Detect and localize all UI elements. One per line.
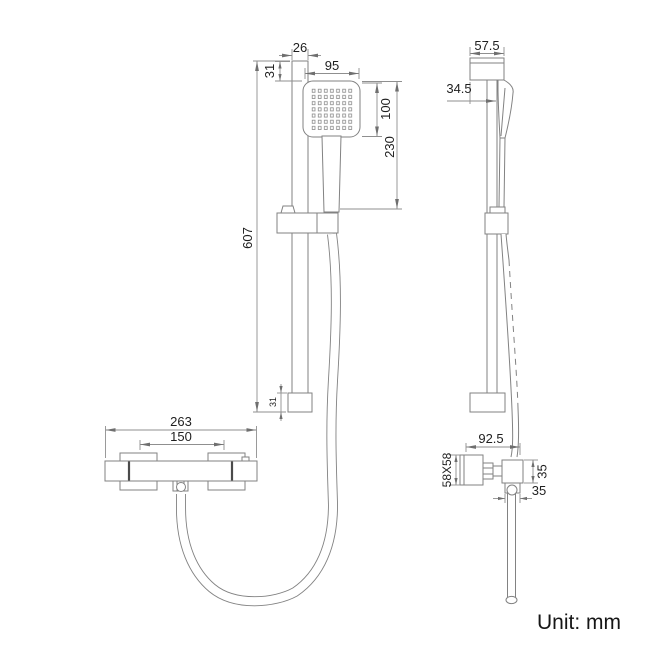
dim-head-width: 95 [325, 58, 339, 73]
dim-face-height: 100 [378, 98, 393, 120]
valve-handle-side [459, 454, 484, 486]
bottom-bracket-side [469, 392, 506, 413]
dim-handset-length: 230 [382, 136, 397, 158]
handset-handle-side [498, 137, 506, 208]
spray-face [311, 87, 354, 131]
dim-inlet-centres: 150 [170, 429, 192, 444]
dim-bottom-bracket: 31 [268, 397, 278, 407]
handset-handle-front [321, 135, 342, 213]
slider-clip [280, 205, 296, 214]
slider-bracket-side [484, 212, 509, 235]
right-handle-bottom [207, 480, 246, 491]
valve-button [241, 456, 250, 462]
front-view [104, 60, 361, 607]
outlet-side [506, 484, 518, 496]
side-view [459, 57, 524, 605]
dim-wall-offset: 34.5 [446, 81, 471, 96]
shower-hose-side-upper [500, 233, 520, 458]
thermostatic-valve-side [459, 454, 524, 486]
slide-rail-side [486, 79, 498, 394]
valve-neck-side [492, 465, 503, 477]
shower-hose-side-lower [507, 490, 516, 598]
valve-body-side [501, 459, 524, 484]
dim-valve-width: 263 [170, 414, 192, 429]
handset-head-side [497, 79, 514, 139]
left-handle-bottom [119, 480, 158, 491]
valve-body-front [104, 460, 258, 482]
right-handle-top [207, 452, 246, 462]
front-dimensions: 26 31 95 100 230 607 31 [105, 40, 402, 458]
dim-rail-length: 607 [240, 227, 255, 249]
dim-valve-depth: 92.5 [478, 431, 503, 446]
outlet-front [176, 482, 186, 492]
shower-hose-front [176, 233, 341, 607]
slider-bracket-front [276, 212, 339, 234]
thermostatic-valve-front [104, 452, 258, 492]
dim-rail-width: 26 [293, 40, 307, 55]
unit-label: Unit: mm [537, 611, 621, 634]
top-bracket-side [469, 57, 505, 81]
hose-end-side [505, 595, 518, 605]
left-handle-top [119, 452, 158, 462]
dim-handle-size: 58X58 [440, 452, 454, 487]
dim-body-height: 35 [535, 464, 550, 478]
dim-bracket-depth: 57.5 [474, 38, 499, 53]
bottom-bracket-front [287, 392, 313, 413]
side-dimensions: 57.5 34.5 92.5 58X58 35 35 [440, 38, 550, 503]
dim-outlet-width: 35 [532, 483, 546, 498]
hex-connector-side [482, 462, 494, 480]
dim-head-offset: 31 [262, 64, 277, 78]
